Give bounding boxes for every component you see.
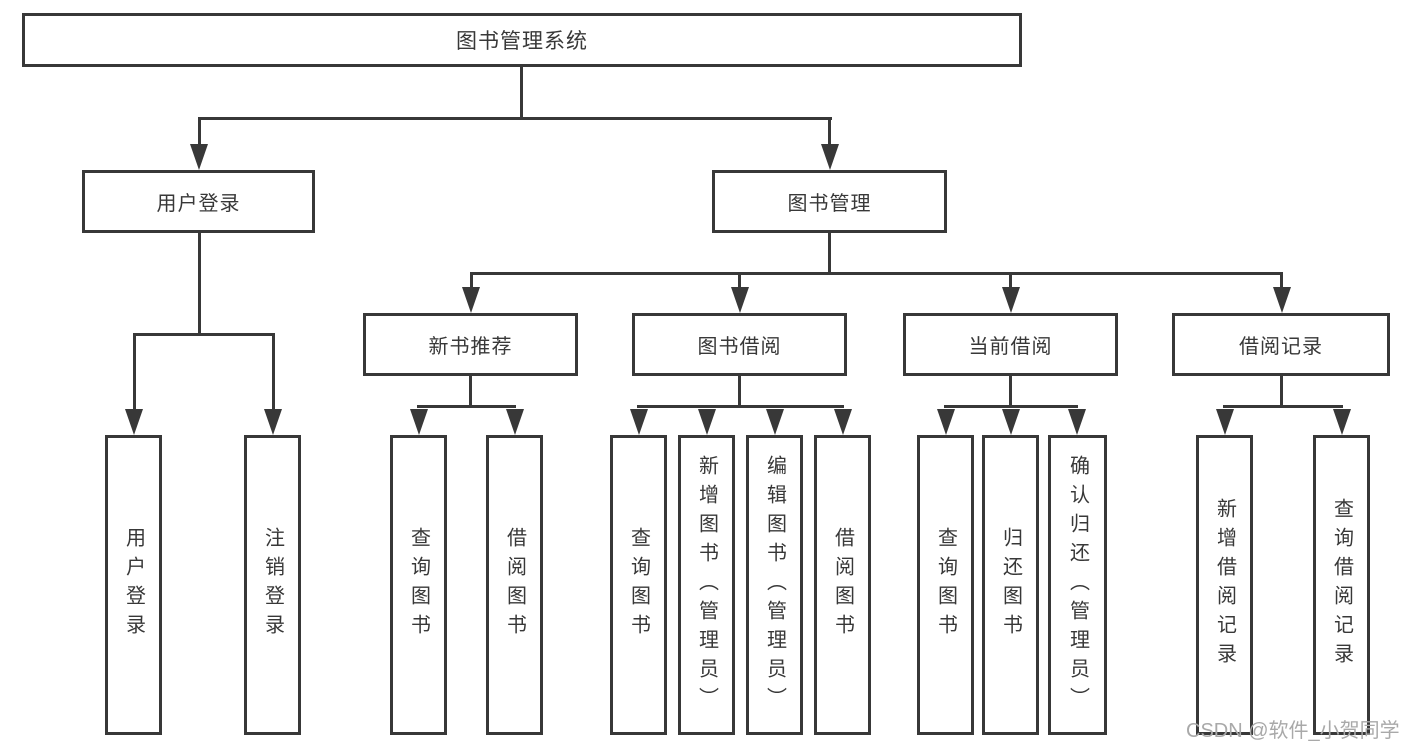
connector-stem-root: [520, 66, 523, 120]
node-current-borrow: 当前借阅: [903, 313, 1118, 376]
connector-arrowhead: [190, 144, 208, 170]
node-label: 新增图书（管理员）: [695, 454, 718, 716]
leaf-borrow-book: 借阅图书: [814, 435, 871, 735]
connector-stem-borrow-records: [1280, 375, 1283, 408]
node-label: 确认归还（管理员）: [1066, 454, 1089, 716]
connector-line: [1009, 272, 1012, 289]
node-label: 新书推荐: [428, 336, 513, 358]
connector-arrowhead: [731, 287, 749, 313]
connector-line: [198, 117, 201, 147]
leaf-query-books: 查询图书: [390, 435, 447, 735]
leaf-query-borrow-record: 查询借阅记录: [1313, 435, 1370, 735]
connector-branch-level2: [198, 117, 832, 120]
leaf-return-book: 归还图书: [982, 435, 1039, 735]
node-label: 当前借阅: [968, 336, 1053, 358]
node-label: 查询图书: [627, 527, 650, 643]
node-label: 归还图书: [999, 527, 1022, 643]
connector-arrowhead: [630, 409, 648, 435]
connector-arrowhead: [462, 287, 480, 313]
leaf-confirm-return-admin: 确认归还（管理员）: [1048, 435, 1107, 735]
node-new-book-recommend: 新书推荐: [363, 313, 578, 376]
connector-branch-new-book: [417, 405, 516, 408]
connector-stem-new-book: [469, 375, 472, 408]
node-label: 图书借阅: [697, 336, 782, 358]
node-label: 借阅图书: [503, 527, 526, 643]
connector-line: [738, 272, 741, 289]
node-label: 图书管理系统: [456, 30, 588, 53]
connector-line: [828, 117, 831, 147]
connector-stem-user-login: [198, 233, 201, 336]
csdn-watermark: CSDN @软件_小贺同学: [1186, 720, 1400, 742]
node-label: 借阅记录: [1239, 336, 1323, 358]
leaf-edit-book-admin: 编辑图书（管理员）: [746, 435, 803, 735]
leaf-add-borrow-record: 新增借阅记录: [1196, 435, 1253, 735]
node-book-borrow: 图书借阅: [632, 313, 847, 376]
connector-arrowhead: [264, 409, 282, 435]
node-label: 用户登录: [122, 527, 145, 643]
connector-branch-current-borrow: [944, 405, 1078, 408]
connector-line: [133, 333, 136, 410]
connector-arrowhead: [766, 409, 784, 435]
connector-line: [272, 333, 275, 410]
connector-stem-book-borrow: [738, 375, 741, 408]
node-borrow-records: 借阅记录: [1172, 313, 1390, 376]
connector-arrowhead: [506, 409, 524, 435]
leaf-add-book-admin: 新增图书（管理员）: [678, 435, 735, 735]
node-label: 编辑图书（管理员）: [763, 454, 786, 716]
node-label: 注销登录: [261, 527, 284, 643]
connector-line: [1280, 272, 1283, 289]
connector-branch-user-login: [133, 333, 274, 336]
connector-arrowhead: [937, 409, 955, 435]
node-label: 新增借阅记录: [1213, 498, 1236, 672]
connector-line: [470, 272, 473, 289]
leaf-borrow-book: 借阅图书: [486, 435, 543, 735]
leaf-query-books: 查询图书: [610, 435, 667, 735]
leaf-user-login: 用户登录: [105, 435, 162, 735]
leaf-logout: 注销登录: [244, 435, 301, 735]
node-label: 图书管理: [787, 193, 872, 215]
connector-stem-current-borrow: [1009, 375, 1012, 408]
connector-arrowhead: [1002, 287, 1020, 313]
node-user-login: 用户登录: [82, 170, 315, 233]
connector-branch-book-borrow: [637, 405, 844, 408]
connector-arrowhead: [125, 409, 143, 435]
node-library-management-system: 图书管理系统: [22, 13, 1022, 67]
connector-arrowhead: [1216, 409, 1234, 435]
connector-arrowhead: [1333, 409, 1351, 435]
leaf-query-books: 查询图书: [917, 435, 974, 735]
connector-arrowhead: [1068, 409, 1086, 435]
node-label: 查询借阅记录: [1330, 498, 1353, 672]
connector-arrowhead: [1002, 409, 1020, 435]
connector-branch-level3: [470, 272, 1282, 275]
node-label: 查询图书: [934, 527, 957, 643]
connector-arrowhead: [821, 144, 839, 170]
connector-arrowhead: [698, 409, 716, 435]
node-label: 借阅图书: [831, 527, 854, 643]
connector-arrowhead: [1273, 287, 1291, 313]
connector-stem-book-management: [828, 233, 831, 275]
node-label: 用户登录: [156, 193, 241, 215]
connector-arrowhead: [410, 409, 428, 435]
connector-arrowhead: [834, 409, 852, 435]
connector-branch-borrow-records: [1223, 405, 1343, 408]
node-label: 查询图书: [407, 527, 430, 643]
node-book-management: 图书管理: [712, 170, 947, 233]
